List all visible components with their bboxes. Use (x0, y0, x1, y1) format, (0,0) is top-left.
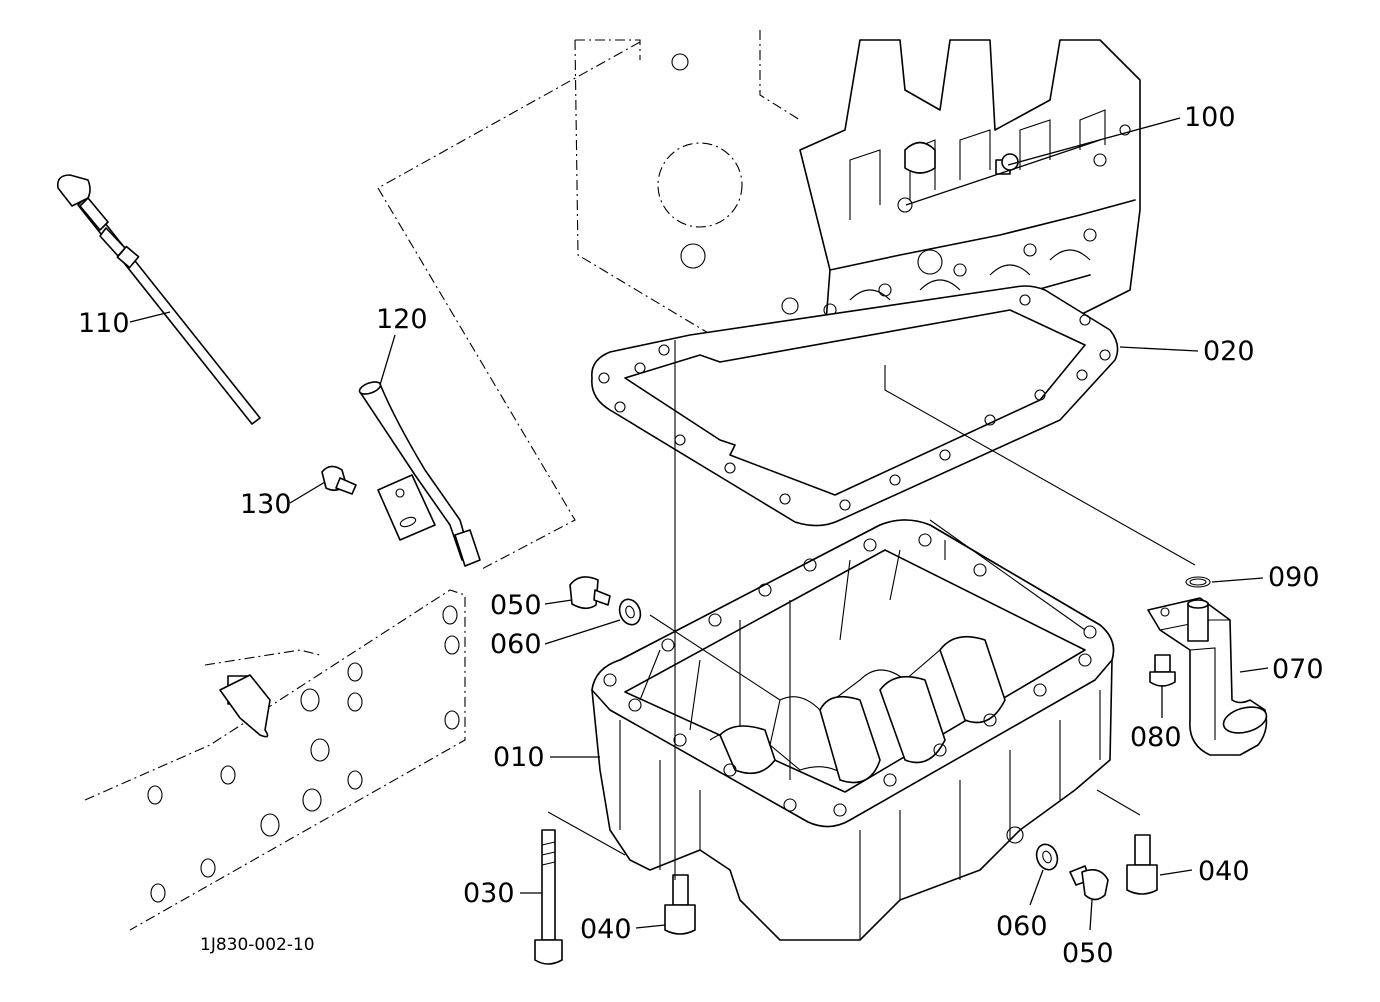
callout-050-upper: 050 (490, 590, 542, 621)
front-cover-plate (84, 589, 466, 931)
oil-pan-010 (591, 519, 1115, 941)
gasket-020 (591, 285, 1119, 527)
callout-070: 070 (1272, 654, 1324, 685)
callout-030: 030 (463, 878, 515, 909)
oil-strainer-070 (1147, 597, 1268, 756)
callout-020: 020 (1203, 336, 1255, 367)
callout-040-right: 040 (1198, 856, 1250, 887)
callout-130: 130 (240, 489, 292, 520)
washer-060-lower (1035, 843, 1059, 871)
callout-090: 090 (1268, 562, 1320, 593)
callout-010: 010 (493, 742, 545, 773)
dipstick-guide-120 (358, 381, 481, 567)
callout-100: 100 (1184, 102, 1236, 133)
callout-110: 110 (78, 308, 130, 339)
leader-lines (129, 117, 1269, 931)
callout-040-left: 040 (580, 914, 632, 945)
callout-060-lower: 060 (996, 911, 1048, 942)
callout-060-upper: 060 (490, 629, 542, 660)
drawing-number: 1J830-002-10 (200, 935, 315, 955)
dipstick-110 (56, 174, 261, 425)
bolt-030 (534, 829, 563, 965)
drain-plug-050-lower (1069, 865, 1109, 901)
callout-120: 120 (376, 304, 428, 335)
drain-plug-050-upper (569, 576, 611, 610)
washer-060-upper (618, 598, 642, 626)
bolt-130 (321, 465, 357, 495)
plug-100 (995, 153, 1019, 175)
callout-050-lower: 050 (1062, 938, 1114, 969)
bolt-080 (1149, 654, 1176, 687)
callout-080: 080 (1130, 722, 1182, 753)
bolt-040-left (664, 874, 696, 935)
bolt-040-right (1126, 834, 1158, 895)
o-ring-090 (1185, 576, 1211, 588)
